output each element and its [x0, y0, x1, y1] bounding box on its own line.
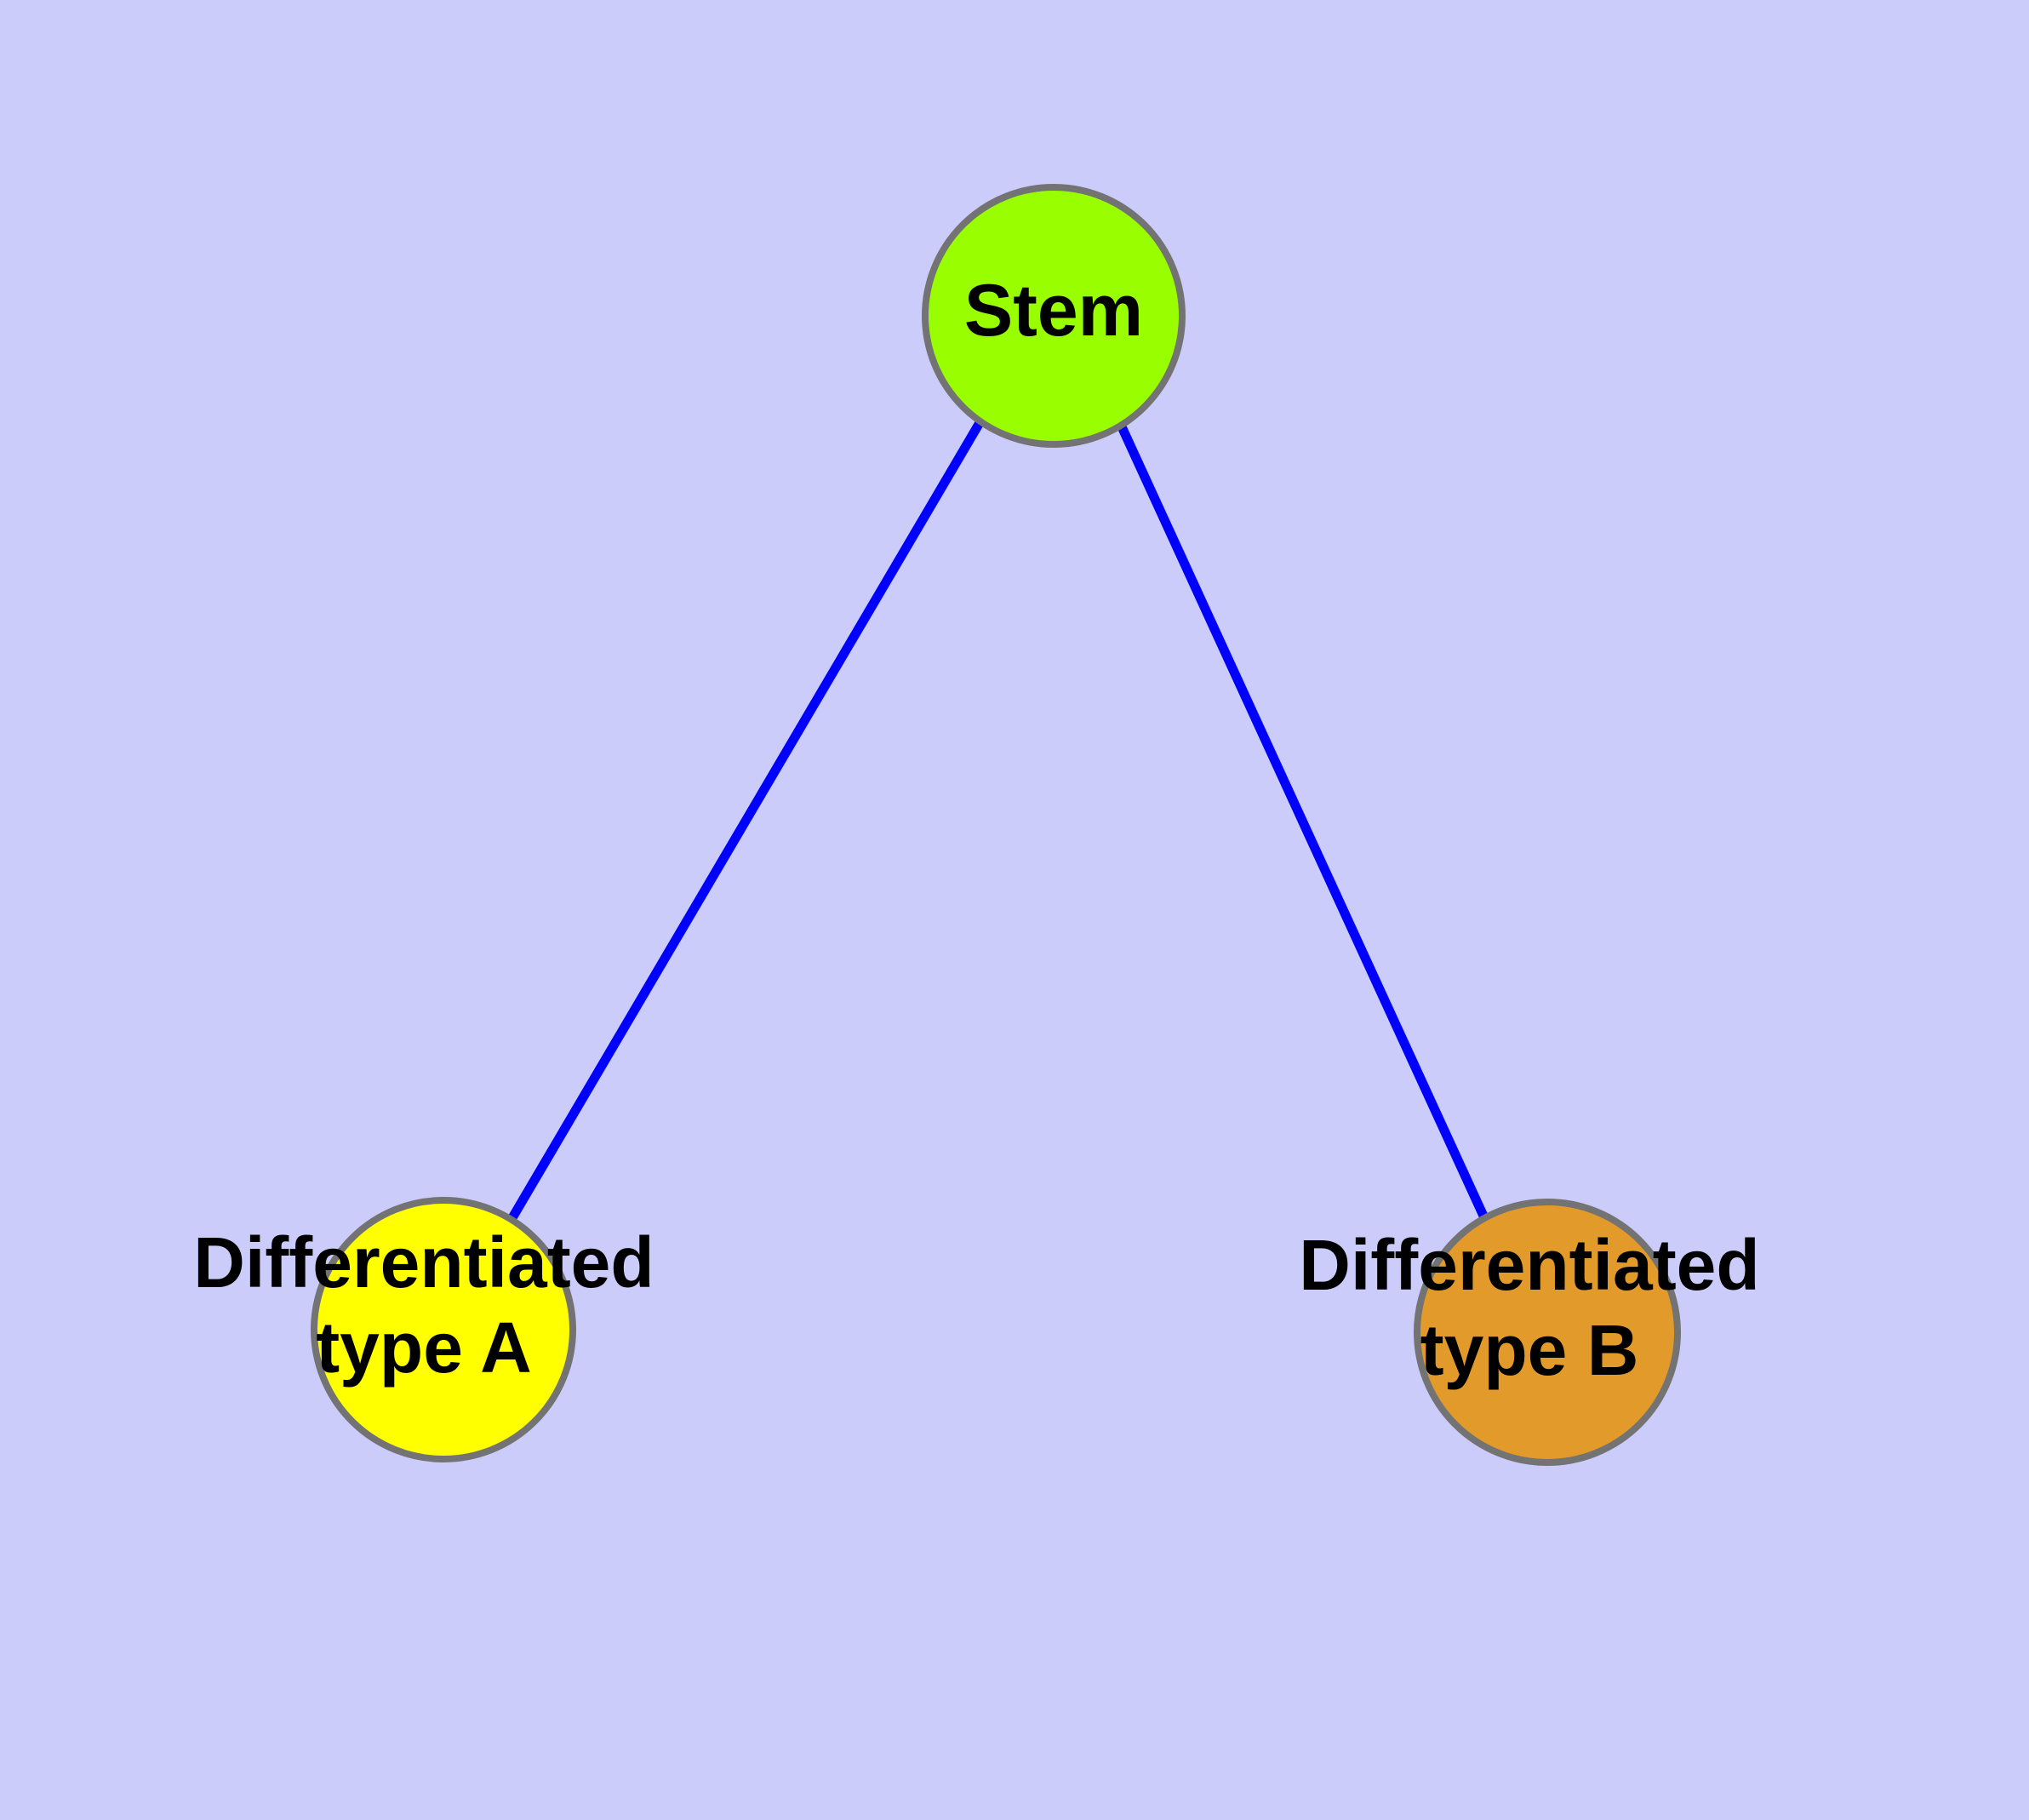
node-label-line: Differentiated	[193, 1222, 654, 1302]
graph-edge-stem-to-diff_b[interactable]	[1116, 421, 1491, 1226]
node-label-stem: Stem	[964, 270, 1143, 352]
node-label-line: type B	[1420, 1310, 1639, 1390]
node-circle-diff_b[interactable]	[1414, 1199, 1681, 1466]
node-label-line: Differentiated	[1299, 1225, 1759, 1305]
edge-layer	[506, 419, 1491, 1226]
node-label-line: Stem	[964, 270, 1143, 352]
node-circle-stem[interactable]	[922, 184, 1186, 448]
graph-node-diff_b[interactable]	[1414, 1199, 1681, 1466]
graph-node-diff_a[interactable]	[311, 1197, 576, 1462]
node-circle-diff_a[interactable]	[311, 1197, 576, 1462]
graph-edge-stem-to-diff_a[interactable]	[506, 419, 985, 1223]
node-label-line: type A	[316, 1308, 532, 1388]
graph-node-stem[interactable]	[922, 184, 1186, 448]
